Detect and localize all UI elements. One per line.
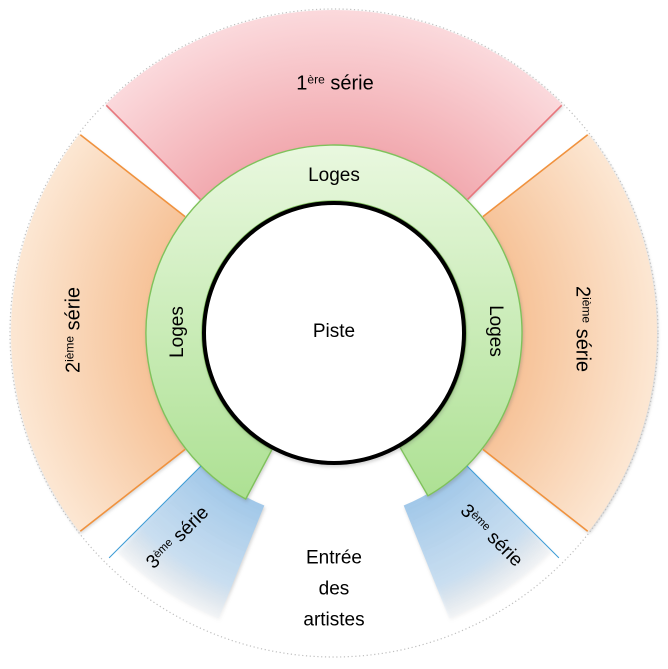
serie2-right-label: 2ième série — [571, 286, 594, 372]
sector-edge — [466, 465, 560, 559]
serie2-left-label-sup: ième — [62, 335, 77, 362]
entrance-label-line2: des — [318, 578, 350, 600]
piste-label: Piste — [312, 321, 356, 343]
sector-edge — [79, 134, 186, 218]
serie1-section — [105, 9, 563, 201]
serie2-right-label-sup: ième — [579, 297, 594, 324]
serie2-left-label-rest: série — [62, 286, 85, 331]
sector-edge — [467, 104, 563, 200]
entrance-label-line3: artistes — [303, 609, 365, 631]
piste-circle — [202, 201, 466, 465]
serie3-left-section — [116, 464, 265, 619]
serie1-label-rest: série — [330, 72, 374, 95]
sector-edge — [79, 448, 186, 532]
serie1-label: 1ère série — [296, 73, 373, 96]
serie3-right-section — [403, 464, 552, 619]
serie1-label-sup: ère — [307, 72, 325, 87]
serie2-left-label: 2ième série — [63, 287, 86, 373]
entrance-label: Entrée des artistes — [303, 543, 364, 636]
entrance-label-line1: Entrée — [306, 547, 362, 569]
serie2-right-label-base: 2 — [571, 285, 594, 298]
serie1-label-base: 1 — [296, 72, 308, 95]
serie2-right-label-rest: série — [571, 328, 594, 373]
sector-edge — [105, 104, 201, 200]
serie2-left-label-base: 2 — [62, 361, 85, 374]
serie2-left-section — [10, 134, 186, 532]
loges-right-label: Loges — [484, 305, 506, 357]
loges-left-label: Loges — [167, 306, 189, 358]
sector-edge — [482, 134, 589, 218]
sector-edge — [482, 448, 589, 532]
loges-top-label: Loges — [308, 165, 360, 187]
serie2-right-section — [482, 134, 658, 532]
outer-rim-dotted-circle — [9, 8, 659, 658]
sector-edge — [108, 465, 202, 559]
